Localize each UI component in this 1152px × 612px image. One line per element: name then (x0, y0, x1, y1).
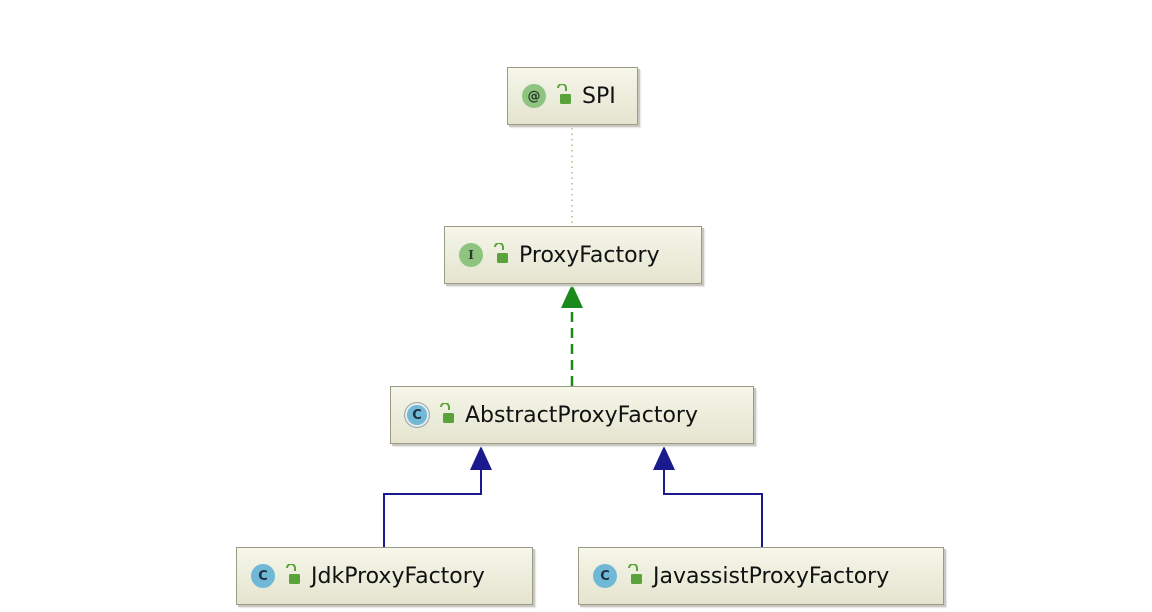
interface-icon: I (459, 243, 483, 267)
class-icon: C (593, 564, 617, 588)
edge-jdkproxyfactory-extends-abstractproxyfactory (383, 468, 482, 547)
node-proxyfactory[interactable]: I ProxyFactory (444, 226, 702, 284)
public-access-icon (557, 84, 571, 104)
node-label: SPI (582, 83, 616, 109)
public-access-icon (440, 403, 454, 423)
extends-arrowhead-right (653, 446, 675, 470)
extends-arrowhead-left (470, 446, 492, 470)
public-access-icon (286, 564, 300, 584)
node-label: AbstractProxyFactory (465, 402, 698, 428)
node-label: JavassistProxyFactory (653, 563, 890, 589)
abstract-class-icon: C (405, 403, 429, 427)
node-spi[interactable]: @ SPI (507, 67, 638, 125)
node-label: ProxyFactory (519, 242, 660, 268)
public-access-icon (494, 243, 508, 263)
class-icon: C (251, 564, 275, 588)
node-javassistproxyfactory[interactable]: C JavassistProxyFactory (578, 547, 944, 605)
node-label: JdkProxyFactory (311, 563, 485, 589)
node-jdkproxyfactory[interactable]: C JdkProxyFactory (236, 547, 533, 605)
public-access-icon (628, 564, 642, 584)
annotation-icon: @ (522, 84, 546, 108)
node-abstractproxyfactory[interactable]: C AbstractProxyFactory (390, 386, 754, 444)
implements-arrowhead (561, 284, 583, 308)
edge-javassistproxyfactory-extends-abstractproxyfactory (663, 468, 763, 547)
